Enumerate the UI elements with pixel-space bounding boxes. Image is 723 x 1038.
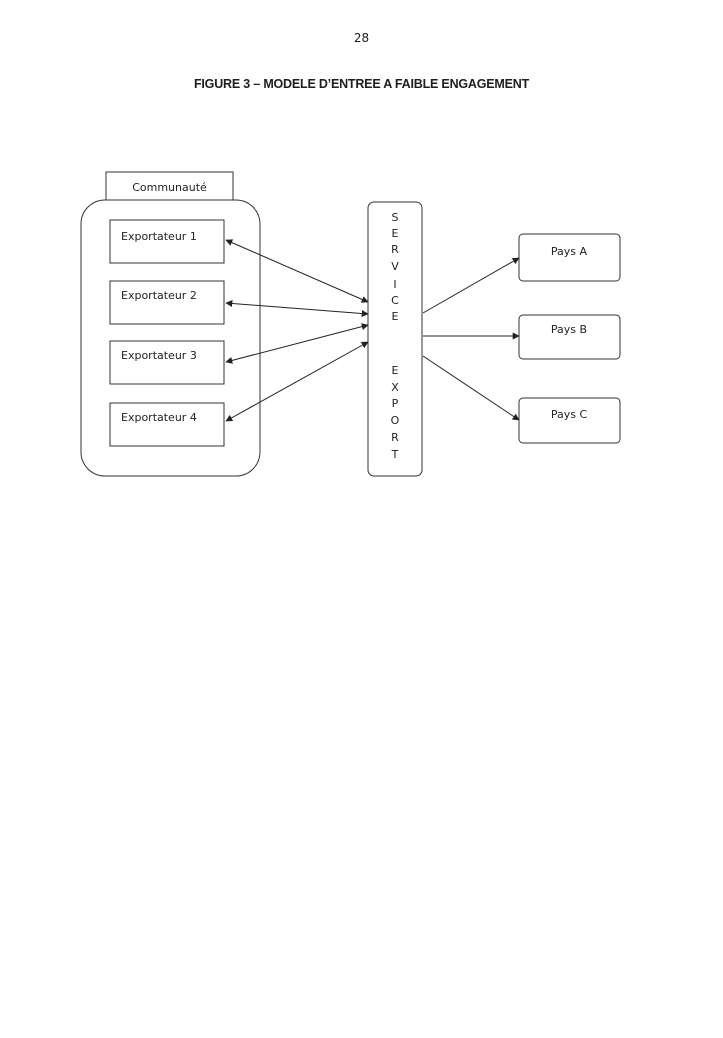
exporter-box-2	[109, 280, 225, 325]
export-letter: R	[391, 431, 399, 444]
arrow-exporter-2-service	[225, 299, 369, 318]
exporter-box-3	[109, 340, 225, 385]
service-letter: I	[393, 278, 396, 291]
exporter-label-2: Exportateur 2	[121, 289, 197, 302]
exporter-box-4	[109, 402, 225, 447]
country-label-c: Pays C	[551, 408, 588, 421]
service-letter: E	[392, 227, 399, 240]
country-box-c	[518, 397, 621, 444]
community-label-box	[105, 171, 234, 201]
arrow-service-country-c	[422, 355, 520, 421]
service-letter: S	[392, 211, 399, 224]
arrow-exporter-1-service	[225, 239, 369, 303]
export-word: E X P O R T	[391, 364, 400, 461]
community-label: Communauté	[132, 181, 207, 194]
page-number: 28	[353, 31, 370, 45]
export-letter: X	[391, 381, 399, 394]
exporter-label-4: Exportateur 4	[121, 411, 197, 424]
service-letter: E	[392, 310, 399, 323]
arrow-exporter-4-service	[225, 341, 369, 422]
export-letter: T	[391, 448, 399, 461]
figure-title: FIGURE 3 – MODELE D’ENTREE A FAIBLE ENGA…	[193, 77, 530, 91]
arrow-exporter-3-service	[225, 323, 369, 364]
exporter-box-1	[109, 219, 225, 264]
country-label-b: Pays B	[551, 323, 587, 336]
export-letter: E	[392, 364, 399, 377]
exporter-label-1: Exportateur 1	[121, 230, 197, 243]
export-letter: P	[392, 397, 399, 410]
service-letter: V	[391, 260, 399, 273]
export-letter: O	[391, 414, 400, 427]
country-box-b	[518, 314, 621, 360]
service-letter: R	[391, 243, 399, 256]
arrow-service-country-a	[422, 257, 520, 314]
service-word: S E R V I C E	[391, 211, 399, 323]
country-label-a: Pays A	[551, 245, 588, 258]
exporter-label-3: Exportateur 3	[121, 349, 197, 362]
country-box-a	[518, 233, 621, 282]
service-letter: C	[391, 294, 399, 307]
